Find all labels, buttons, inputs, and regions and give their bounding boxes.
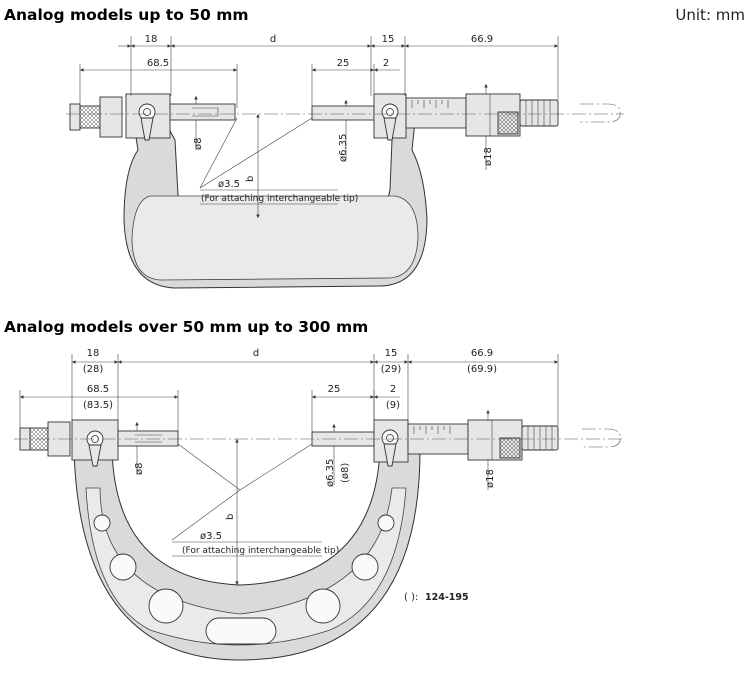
frame-hole-3: [148, 588, 184, 624]
frame-hole-5: [351, 553, 379, 581]
legend-paren: ( ):: [404, 592, 418, 603]
dim-2-1: 2: [383, 58, 389, 69]
ratchet-outline-dashed-1: [580, 103, 621, 123]
dim-28-2: (28): [83, 364, 104, 375]
frame-hole-6: [377, 514, 395, 532]
dim-18-2: 18: [87, 348, 100, 359]
dim-25-2: 25: [328, 384, 341, 395]
dim-phi6-35-1: ø6.35: [338, 134, 349, 162]
frame-slot: [205, 617, 277, 645]
lock-lever-2: [383, 443, 397, 467]
dim-phi18-1: ø18: [483, 147, 494, 166]
dim-69-9-2: (69.9): [467, 364, 497, 375]
section-1-drawing: 18 d 15 66.9 68.5 25 2 ø8 ø6.35 ø18 ø3.5…: [66, 34, 624, 289]
ratchet-outline-dashed-2: [582, 428, 621, 448]
spindle-2: [311, 431, 375, 447]
anvil-collar-1: [99, 96, 123, 138]
dim-phi8-2: ø8: [134, 463, 145, 475]
dim-68-5-1: 68.5: [147, 58, 169, 69]
dim-2-2: 2: [390, 384, 396, 395]
dim-lines-1: [79, 36, 559, 218]
dim-9-2: (9): [386, 400, 400, 411]
dim-15-1: 15: [382, 34, 395, 45]
section-2-drawing: 18 (28) d 15 (29) 66.9 (69.9) 68.5 (83.5…: [14, 348, 624, 661]
clamp-lever-1: [140, 117, 154, 141]
dim-25-1: 25: [337, 58, 350, 69]
dim-phi3-5-2: ø3.5: [200, 531, 222, 542]
dim-phi8-1: ø8: [193, 138, 204, 150]
thimble-knurl-2: [499, 437, 521, 459]
dim-phi8-paren-2: (ø8): [340, 463, 351, 483]
dim-phi3-5-1: ø3.5: [218, 179, 240, 190]
dim-18-1: 18: [145, 34, 158, 45]
dim-29-2: (29): [381, 364, 402, 375]
ratchet-1: [519, 99, 559, 127]
dim-phi6-35-2: ø6.35: [325, 459, 336, 487]
anvil-spindle-2: [117, 430, 179, 447]
dim-b-1: b: [245, 176, 256, 182]
frame-1-inner-panel: [131, 195, 419, 281]
anvil-knob-knurl-1: [79, 105, 101, 129]
tip-note-2: (For attaching interchangeable tip): [182, 546, 339, 556]
dim-68-5-2: 68.5: [87, 384, 109, 395]
dim-66-9-1: 66.9: [471, 34, 493, 45]
section-title-2: Analog models over 50 mm up to 300 mm: [4, 318, 368, 336]
dim-d-2: d: [253, 348, 259, 359]
thimble-knurl-1: [497, 111, 519, 135]
anvil-spindle-1: [169, 103, 236, 121]
section-title-1: Analog models up to 50 mm: [4, 6, 249, 24]
legend-model: 124-195: [425, 592, 469, 603]
dim-b-2: b: [225, 514, 236, 520]
dim-66-9-2: 66.9: [471, 348, 493, 359]
dim-15-2: 15: [385, 348, 398, 359]
unit-label: Unit: mm: [675, 6, 745, 24]
clamp-lever-2: [88, 444, 102, 467]
anvil-knob-1: [69, 103, 81, 131]
dim-phi18-2: ø18: [485, 469, 496, 488]
lock-lever-1: [383, 117, 397, 141]
tip-note-1: (For attaching interchangeable tip): [201, 194, 358, 204]
frame-hole-1: [93, 514, 111, 532]
dim-d-1: d: [270, 34, 276, 45]
dim-83-5-2: (83.5): [83, 400, 113, 411]
spindle-1: [311, 105, 375, 121]
frame-hole-4: [305, 588, 341, 624]
dim-lines-2: [19, 354, 559, 585]
frame-hole-2: [109, 553, 137, 581]
